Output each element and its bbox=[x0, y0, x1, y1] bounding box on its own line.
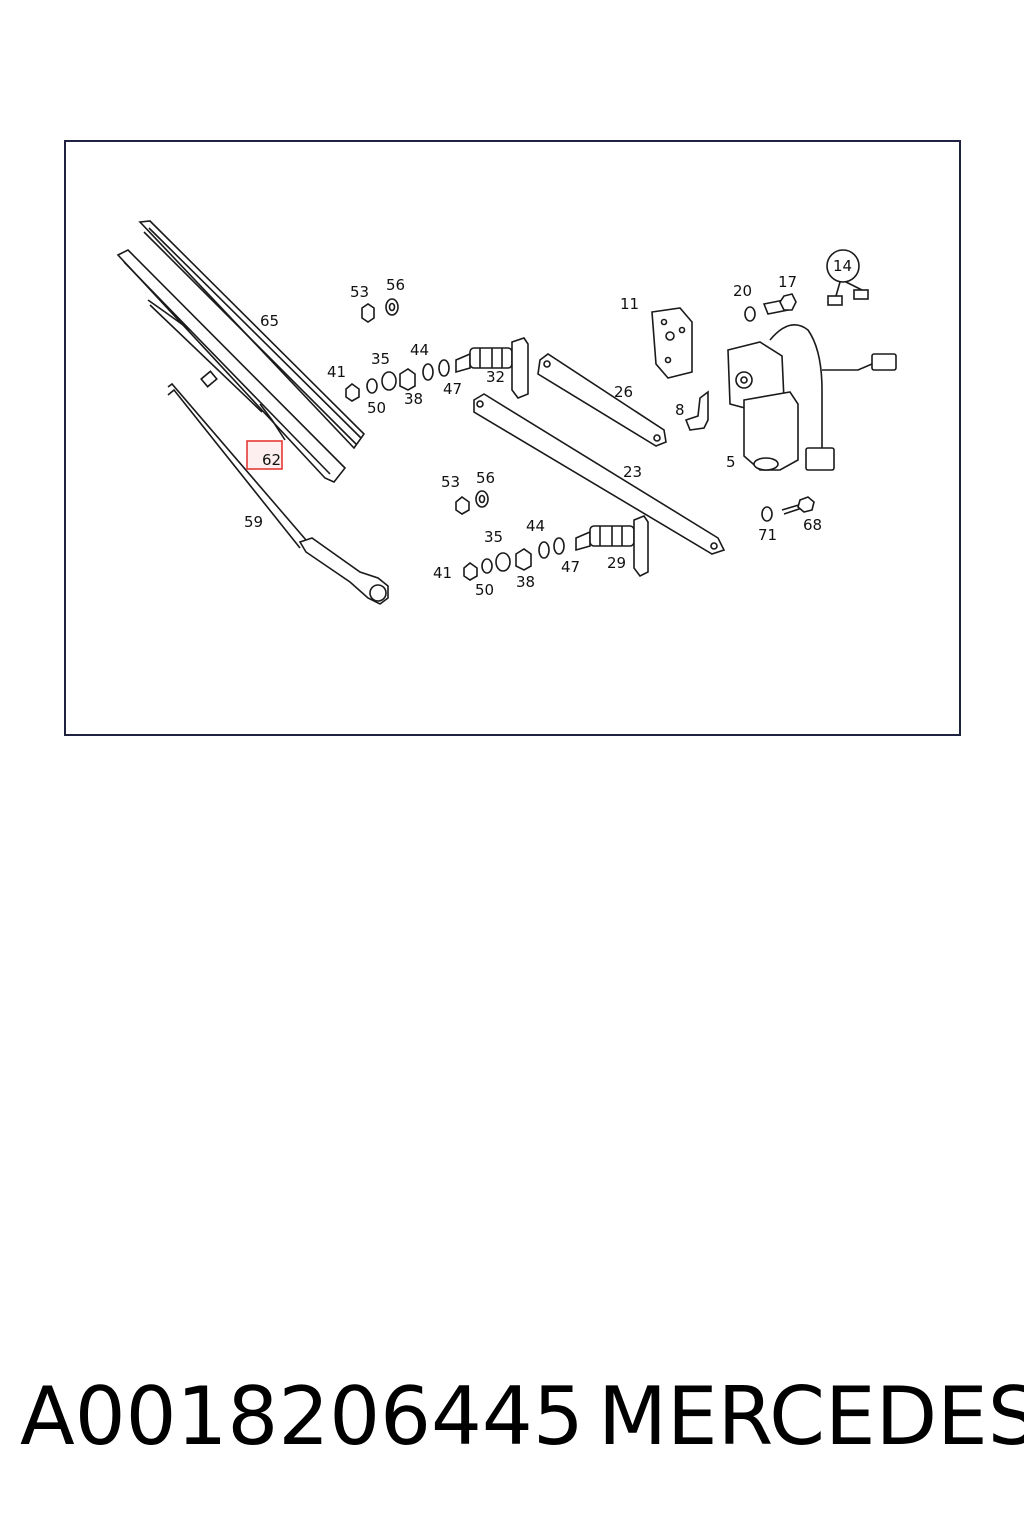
label-50-upper: 50 bbox=[367, 399, 386, 417]
upper-pivot-hardware bbox=[345, 298, 450, 402]
footer: A0018206445 MERCEDES bbox=[0, 1370, 1024, 1470]
screw-68-washer-71 bbox=[761, 496, 815, 522]
label-50-lower: 50 bbox=[475, 581, 494, 599]
connecting-rod-26 bbox=[537, 353, 667, 447]
label-11: 11 bbox=[620, 295, 639, 313]
label-44-lower: 44 bbox=[526, 517, 545, 535]
label-14: 14 bbox=[833, 257, 852, 275]
label-20: 20 bbox=[733, 282, 752, 300]
bracket-8 bbox=[684, 390, 709, 431]
label-47-lower: 47 bbox=[561, 558, 580, 576]
label-23: 23 bbox=[623, 463, 642, 481]
wiper-assembly-diagram: 65 53 56 41 35 44 50 38 47 32 11 20 17 1… bbox=[64, 140, 961, 736]
label-41-lower: 41 bbox=[433, 564, 452, 582]
label-35-upper: 35 bbox=[371, 350, 390, 368]
pivot-shaft-32 bbox=[455, 337, 529, 399]
pivot-shaft-29 bbox=[575, 515, 649, 578]
brand-name: MERCEDES bbox=[598, 1370, 1024, 1463]
wiper-motor-5 bbox=[727, 324, 897, 471]
label-35-lower: 35 bbox=[484, 528, 503, 546]
label-62: 62 bbox=[262, 451, 281, 469]
label-29: 29 bbox=[607, 554, 626, 572]
label-59: 59 bbox=[244, 513, 263, 531]
label-17: 17 bbox=[778, 273, 797, 291]
label-41-upper: 41 bbox=[327, 363, 346, 381]
bolt-17-washer-20 bbox=[744, 293, 797, 322]
wiper-blade-65 bbox=[138, 220, 366, 450]
label-53-lower: 53 bbox=[441, 473, 460, 491]
lower-pivot-hardware bbox=[455, 490, 565, 581]
label-71: 71 bbox=[758, 526, 777, 544]
label-56-lower: 56 bbox=[476, 469, 495, 487]
label-26: 26 bbox=[614, 383, 633, 401]
label-65: 65 bbox=[260, 312, 279, 330]
connectors-14 bbox=[826, 249, 869, 306]
wiper-arm-59 bbox=[167, 382, 389, 605]
diagram-frame bbox=[64, 140, 961, 736]
label-44-upper: 44 bbox=[410, 341, 429, 359]
part-number: A0018206445 bbox=[20, 1370, 584, 1463]
highlight-box-62 bbox=[246, 440, 283, 470]
gasket-11 bbox=[651, 307, 693, 379]
wiper-blade-frame bbox=[116, 249, 347, 483]
label-47-upper: 47 bbox=[443, 380, 462, 398]
label-38-upper: 38 bbox=[404, 390, 423, 408]
label-68: 68 bbox=[803, 516, 822, 534]
label-56-upper: 56 bbox=[386, 276, 405, 294]
label-5: 5 bbox=[726, 453, 736, 471]
linkage-rod-23 bbox=[473, 393, 726, 555]
label-32: 32 bbox=[486, 368, 505, 386]
label-53-upper: 53 bbox=[350, 283, 369, 301]
label-8: 8 bbox=[675, 401, 685, 419]
label-38-lower: 38 bbox=[516, 573, 535, 591]
